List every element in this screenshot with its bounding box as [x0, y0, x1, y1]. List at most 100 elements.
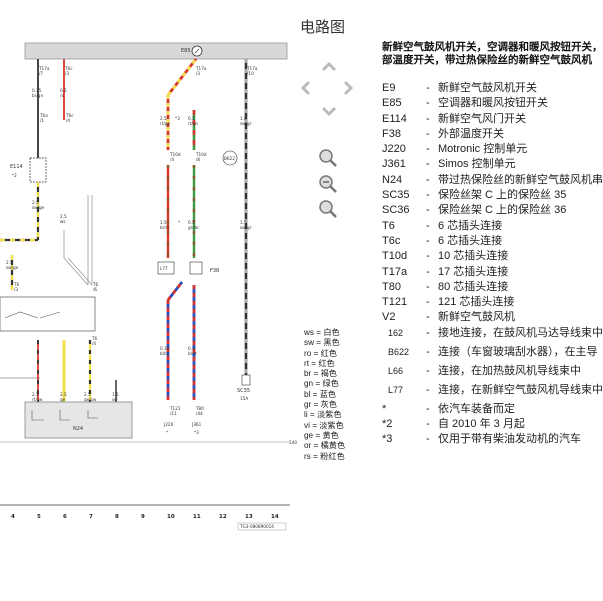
j220-label: J220	[163, 422, 174, 427]
legend-text: 6 芯插头连接	[438, 219, 503, 232]
sc35-label: SC35	[237, 388, 250, 394]
color-key-entry: rs = 粉红色	[304, 451, 345, 461]
legend-code: V2	[382, 311, 396, 324]
legend-code: SC35	[382, 189, 410, 202]
legend-code: T10d	[382, 250, 408, 263]
legend-code: N24	[382, 173, 403, 186]
connector-t6c-4: T6c/4	[65, 113, 74, 123]
legend-text: 仅用于带有柴油发动机的汽车	[438, 433, 581, 446]
legend-text: 连接，在加热鼓风机导线束中	[438, 364, 581, 377]
legend-code: 162	[388, 327, 404, 338]
color-key-entry: ro = 红色	[304, 348, 337, 358]
legend-dash: -	[426, 82, 430, 94]
doc-id: TG3-080890014	[239, 524, 274, 529]
legend-dash: -	[426, 402, 430, 415]
color-key-entry: br = 褐色	[304, 369, 337, 379]
legend-dash: -	[426, 143, 430, 156]
legend-row: J361-Simos 控制单元	[382, 157, 603, 172]
legend-text: 新鲜空气风门开关	[438, 112, 526, 125]
zoom-in-icon[interactable]	[318, 148, 338, 173]
doc-id-box	[237, 522, 287, 531]
legend-header-line-1: 新鲜空气鼓风机开关，空调器和暖风按钮开关，	[382, 41, 603, 53]
legend-text: 保险丝架 C 上的保险丝 35	[438, 189, 567, 202]
legend-row: *-依汽车装备而定	[382, 402, 603, 417]
legend-row: *3-仅用于带有柴油发动机的汽车	[382, 432, 603, 447]
pan-down-icon[interactable]	[321, 106, 337, 117]
column-number: 10	[167, 514, 175, 520]
connector-t6-6: T6/6	[92, 282, 99, 292]
color-key-entry: rt = 红色	[304, 358, 335, 368]
connector-t121-11: T121/11	[169, 406, 181, 416]
legend-code: B622	[388, 346, 410, 357]
f38-switch	[189, 261, 203, 275]
legend-row: SC35 -保险丝架 C 上的保险丝 35	[382, 188, 603, 203]
legend-row: T17a-17 芯插头连接	[382, 265, 603, 280]
color-key-entry: vi = 淡紫色	[304, 420, 344, 430]
connector-t17a-10: T17a/10	[246, 66, 258, 76]
color-key-entry: gn = 绿色	[304, 379, 339, 389]
f38-label: F38	[210, 268, 219, 274]
legend-text: 连接，在新鲜空气鼓风机导线束中	[438, 383, 603, 396]
legend-dash: -	[426, 234, 430, 247]
sc35-fuse	[241, 374, 251, 386]
v2-internal-switch	[4, 311, 61, 319]
legend-row: F38-外部温度开关	[382, 127, 603, 142]
legend-code: SC36	[382, 204, 410, 217]
legend-dash: -	[426, 311, 430, 324]
star3-a: *3	[175, 116, 180, 121]
legend-row: T10d-10 芯插头连接	[382, 249, 603, 264]
column-number: 5	[37, 514, 41, 520]
legend-row: V2-新鲜空气鼓风机	[382, 310, 603, 325]
star-1: *	[178, 220, 180, 225]
pan-up-icon[interactable]	[321, 61, 337, 72]
star3-b: *3	[194, 430, 199, 435]
legend-code: T6c	[382, 234, 401, 247]
legend-row: T6c -6 芯插头连接	[382, 234, 603, 249]
legend-dash: -	[426, 97, 430, 110]
zoom-reset-icon[interactable]	[318, 199, 338, 224]
legend-text: 保险丝架 C 上的保险丝 36	[438, 204, 567, 217]
legend-text: 6 芯插头连接	[438, 234, 503, 247]
legend-text: 空调器和暖风按钮开关	[438, 97, 548, 110]
legend-row: T121-121 芯插头连接	[382, 295, 603, 310]
color-key-entry: gr = 灰色	[304, 400, 337, 410]
legend-text: 17 芯插头连接	[438, 265, 509, 278]
j361-label: J361	[191, 422, 202, 427]
e114-note: *2	[12, 173, 17, 178]
legend-code: E85	[382, 97, 402, 110]
connector-t6a-1: T6a/1	[39, 113, 48, 123]
legend-row: E114-新鲜空气风门开关	[382, 112, 603, 127]
pan-left-icon[interactable]	[300, 80, 311, 96]
v2-motor-box	[0, 296, 96, 332]
legend-dash: -	[426, 418, 430, 431]
legend-text: 自 2010 年 3 月起	[438, 418, 525, 431]
legend-code: T121	[382, 296, 408, 309]
column-number: 13	[245, 514, 253, 520]
legend-dash: -	[426, 173, 430, 186]
connector-t10d-4: T10d/4	[169, 152, 181, 162]
legend-dash: -	[426, 326, 430, 339]
legend-text: 121 芯插头连接	[438, 296, 515, 309]
legend-dash: -	[426, 189, 430, 202]
legend-row: 162-接地连接，在鼓风机马达导线束中	[382, 326, 603, 345]
connector-t17a-7: T17a/7	[38, 66, 50, 76]
legend-code: L66	[388, 365, 404, 376]
pan-right-icon[interactable]	[343, 80, 354, 96]
column-number: 6	[63, 514, 67, 520]
connector-t6-4: T6/4	[91, 336, 98, 346]
legend-header-line-2: 部温度开关，带过热保险丝的新鲜空气鼓风机	[382, 53, 592, 66]
color-key-entry: ge = 黄色	[304, 430, 339, 440]
legend-row: E9-新鲜空气鼓风机开关	[382, 81, 603, 96]
b622-connection	[222, 150, 238, 166]
legend-dash: -	[426, 345, 430, 358]
column-number: 9	[141, 514, 145, 520]
zoom-out-icon[interactable]	[318, 174, 338, 199]
